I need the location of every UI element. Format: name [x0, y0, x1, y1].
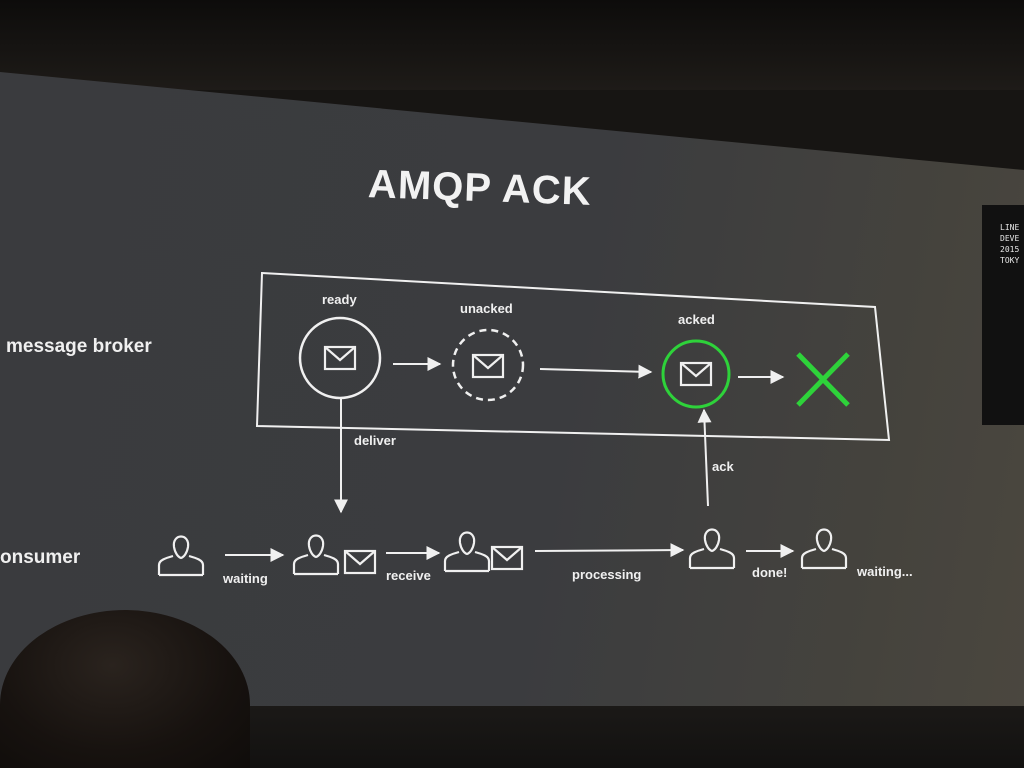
ready-circle — [298, 316, 382, 400]
ack-label: ack — [712, 459, 734, 474]
side-banner: LINE DEVE 2015 TOKY — [982, 205, 1024, 425]
ack-arrow — [697, 408, 712, 507]
arrow — [539, 364, 653, 379]
consumer-lane-label: onsumer — [0, 547, 81, 568]
person-icon — [688, 528, 736, 570]
unacked-label: unacked — [460, 301, 513, 316]
acked-circle — [661, 339, 731, 409]
person-icon — [443, 531, 491, 573]
envelope-icon — [471, 353, 505, 379]
envelope-icon — [323, 345, 357, 371]
ready-label: ready — [322, 292, 357, 307]
receive-label: receive — [386, 568, 431, 583]
broker-box — [255, 271, 891, 442]
person-icon — [157, 535, 205, 577]
side-banner-line: TOKY — [1000, 256, 1020, 265]
person-icon — [292, 534, 340, 576]
x-mark-icon — [796, 352, 850, 407]
audience-head — [0, 610, 250, 768]
side-banner-line: 2015 — [1000, 245, 1020, 254]
side-banner-line: LINE — [1000, 223, 1020, 232]
envelope-icon — [679, 361, 713, 387]
waiting-label: waiting — [223, 571, 268, 586]
waiting-again-label: waiting... — [857, 564, 913, 579]
unacked-circle — [451, 328, 525, 402]
done-label: done! — [752, 565, 788, 580]
deliver-label: deliver — [354, 433, 396, 448]
arrow — [534, 543, 685, 558]
side-banner-line: DEVE — [1000, 234, 1020, 243]
broker-lane-label: message broker — [6, 336, 152, 357]
acked-label: acked — [678, 312, 715, 327]
envelope-icon — [343, 549, 377, 575]
processing-label: processing — [572, 567, 642, 582]
envelope-icon — [490, 545, 524, 571]
ceiling — [0, 0, 1024, 90]
person-icon — [800, 528, 848, 570]
